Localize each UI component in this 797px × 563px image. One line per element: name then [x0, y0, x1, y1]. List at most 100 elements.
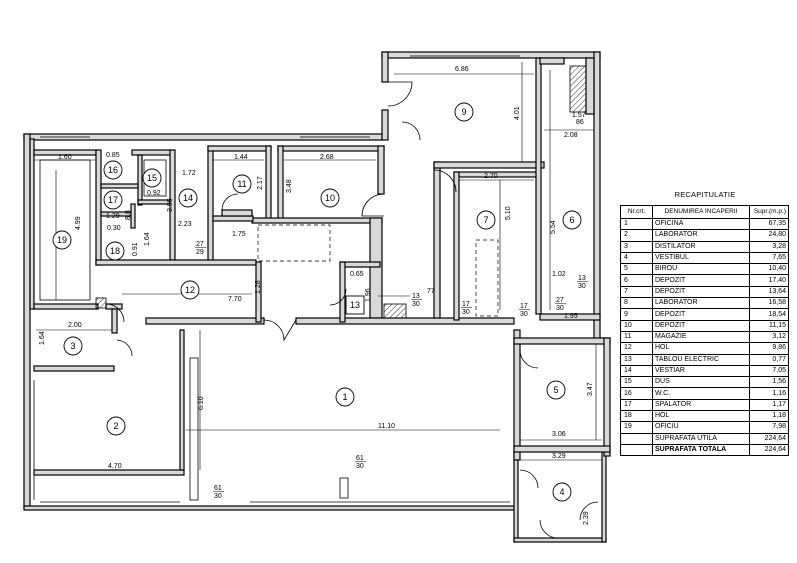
svg-text:2.39: 2.39 [583, 511, 590, 525]
svg-text:2.17: 2.17 [257, 176, 264, 190]
room-name: VESTIBUL [652, 251, 750, 265]
svg-text:13: 13 [350, 300, 360, 310]
room-marker-13: 13 [345, 295, 365, 315]
room-name: LABORATOR [652, 297, 750, 310]
row-number: 19 [620, 421, 653, 434]
recap-panel: RECAPITULATIE Nr.crt. DENUMIREA INCAPERI… [620, 190, 790, 457]
row-number: 3 [620, 240, 653, 253]
room-marker-5: 5 [546, 380, 566, 400]
hatched-shaft [569, 65, 587, 113]
svg-text:4: 4 [559, 487, 564, 497]
room-name: BIROU [652, 263, 750, 276]
svg-text:10: 10 [325, 193, 335, 203]
util-label: SUPRAFATA UTILA [652, 432, 750, 445]
room-name: DEPOZIT [652, 319, 750, 332]
svg-text:0.92: 0.92 [147, 190, 161, 197]
row-number: 10 [620, 319, 653, 332]
room-area: 1,56 [749, 376, 789, 389]
svg-text:11: 11 [237, 179, 246, 189]
svg-text:1.28: 1.28 [255, 280, 262, 294]
room-name: DEPOZIT [652, 285, 750, 299]
room-area: 9,86 [749, 342, 789, 355]
room-area: 0,77 [749, 353, 789, 366]
svg-text:6.10: 6.10 [198, 396, 205, 410]
room-area: 7,05 [749, 364, 789, 378]
room-name: W.C. [652, 387, 750, 400]
row-number: 15 [620, 376, 653, 389]
svg-text:1.29: 1.29 [106, 213, 120, 220]
inner-walls [33, 57, 611, 476]
room-marker-6: 6 [562, 210, 582, 230]
room-marker-15: 15 [142, 168, 162, 188]
svg-text:5: 5 [553, 385, 558, 395]
svg-text:2: 2 [113, 421, 118, 431]
room-area: 13,64 [749, 285, 789, 299]
svg-text:3.47: 3.47 [587, 382, 594, 396]
row-number: 9 [620, 308, 653, 321]
room-area: 1,18 [749, 410, 789, 423]
svg-text:9: 9 [461, 107, 466, 117]
room-name: HOL [652, 410, 750, 423]
doors [107, 81, 599, 539]
room-name: OFICINA [652, 217, 750, 231]
room-marker-4: 4 [552, 482, 572, 502]
room-marker-1: 1 [335, 387, 355, 407]
row-number: 16 [620, 387, 653, 400]
room-marker-17: 17 [103, 190, 123, 210]
svg-text:5.10: 5.10 [505, 206, 512, 220]
svg-text:1.96: 1.96 [365, 288, 372, 302]
room-area: 7,98 [749, 421, 789, 434]
room-name: VESTIAR [652, 364, 750, 378]
row-number: 2 [620, 229, 653, 242]
svg-text:14: 14 [183, 193, 193, 203]
room-name: TABLOU ELECTRIC [652, 353, 750, 366]
room-area: 3,12 [749, 330, 789, 344]
svg-text:15: 15 [147, 173, 157, 183]
recap-header-row: Nr.crt. DENUMIREA INCAPERII Supr.(m.p.) [620, 205, 789, 219]
svg-text:7.70: 7.70 [228, 296, 242, 303]
svg-text:7: 7 [483, 215, 488, 225]
row-number: 4 [620, 251, 653, 265]
svg-text:3.06: 3.06 [552, 431, 566, 438]
svg-text:0.91: 0.91 [132, 242, 139, 256]
total-label: SUPRAFATA TOTALA [652, 443, 750, 457]
svg-text:86: 86 [576, 119, 584, 126]
header-name: DENUMIREA INCAPERII [652, 205, 750, 219]
svg-text:2.70: 2.70 [484, 173, 498, 180]
svg-text:19: 19 [57, 235, 67, 245]
room-area: 17,40 [749, 274, 789, 287]
room-area: 3,28 [749, 240, 789, 253]
row-number: 8 [620, 297, 653, 310]
svg-text:11.10: 11.10 [378, 423, 395, 430]
row-number: 13 [620, 353, 653, 366]
windows [23, 55, 601, 503]
svg-text:1.44: 1.44 [234, 154, 248, 161]
room-marker-9: 9 [454, 102, 474, 122]
svg-text:1.02: 1.02 [552, 271, 566, 278]
room-marker-16: 16 [103, 160, 123, 180]
svg-text:8.8: 8.8 [125, 210, 132, 220]
room-area: 1,16 [749, 387, 789, 400]
svg-text:3.29: 3.29 [552, 453, 566, 460]
room-markers: 1 2 3 4 5 6 7 9 10 11 12 13 14 15 16 17 … [52, 102, 582, 502]
svg-text:5.54: 5.54 [550, 220, 557, 234]
room-name: MAGAZIE [652, 330, 750, 344]
svg-text:2.23: 2.23 [178, 221, 192, 228]
room-name: DUS [652, 376, 750, 389]
recap-util-row: SUPRAFATA UTILA 224,64 [620, 432, 789, 445]
